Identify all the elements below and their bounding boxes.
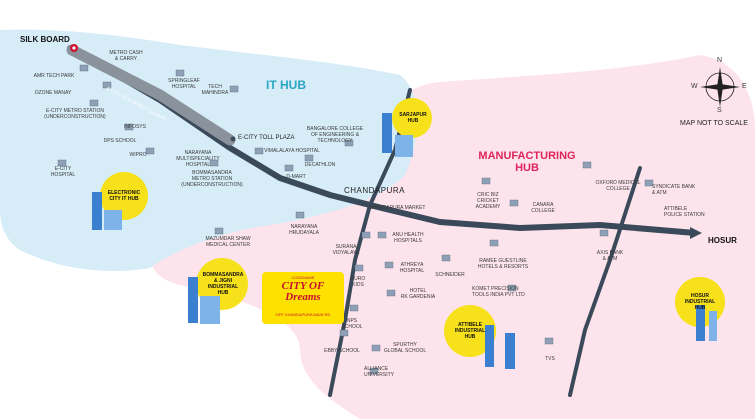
it-hub-title: IT HUB xyxy=(266,78,306,92)
hosur-label: HOSUR xyxy=(708,236,737,245)
project-logo-box xyxy=(262,272,344,324)
label-chandapura-market: CHANDAPURA MARKET xyxy=(368,205,426,211)
attibele-hub: ATTIBELE INDUSTRIAL HUB xyxy=(454,322,486,340)
label-metro-cash-carry: METRO CASH & CARRY xyxy=(109,50,143,62)
label-ozone-manay: OZONE MANAY xyxy=(34,90,72,96)
landmark-markers xyxy=(57,64,654,375)
label-vimalalaya: VIMALALAYA HOSPITAL xyxy=(264,148,320,154)
bommasandra-hub: BOMMASANDRA & JIGNI INDUSTRIAL HUB xyxy=(202,272,244,296)
compass-w: W xyxy=(691,83,698,90)
project-name: CITY OF Dreams xyxy=(281,280,325,303)
label-wipro: WIPRO xyxy=(129,152,147,158)
label-tech-mahindra: TECH MAHINDRA xyxy=(201,84,229,96)
toll-plaza-dot xyxy=(230,136,236,142)
label-ecity-metro: E-CITY METRO STATION (UNDERCONSTRUCTION) xyxy=(44,108,106,120)
label-spurthy: SPURTHY GLOBAL SCHOOL xyxy=(383,342,427,354)
hosur-hub: HOSUR INDUSTRIAL HUB xyxy=(684,293,716,311)
label-komet: KOMET PRECISION TOOLS INDIA PVT LTD xyxy=(472,286,525,298)
label-attibele-police: ATTIBELE POLICE STATION xyxy=(664,206,705,218)
elevated-tollway xyxy=(66,44,236,146)
label-narayana-multi: NARAYANA MULTISPECIALITY HOSPITAL xyxy=(176,150,220,168)
label-axis-bank: AXIS BANK & ATM xyxy=(596,250,624,262)
silk-board-label: SILK BOARD xyxy=(20,35,70,44)
sarjapur-hub: SARJAPUR HUB xyxy=(399,112,427,124)
compass-e: E xyxy=(742,83,747,90)
label-dps-school: DPS SCHOOL xyxy=(103,138,137,144)
compass-n: N xyxy=(717,57,723,64)
label-amr-tech-park: AMR TECH PARK xyxy=(33,73,75,79)
label-decathlon: DECATHLON xyxy=(304,162,336,168)
label-nps-school: NPS SCHOOL xyxy=(341,318,363,330)
label-ramee: RAMEE GUESTLINE HOTELS & RESORTS xyxy=(477,258,529,270)
label-bangalore-college: BANGALORE COLLEGE OF ENGINEERING & TECHN… xyxy=(306,126,364,144)
label-ecity-toll: E-CITY TOLL PLAZA xyxy=(238,135,295,141)
label-schneider: SCHNEIDER xyxy=(435,272,465,278)
project-subtitle: OFF CHANDAPURA MAIN RD xyxy=(275,312,331,317)
electronic-city-hub: ELECTRONIC CITY IT HUB xyxy=(107,190,141,202)
compass-s: S xyxy=(717,107,722,114)
manufacturing-hub-title: MANUFACTURING HUB xyxy=(478,150,576,174)
label-mazumdar: MAZUMDAR SHAW MEDICAL CENTER xyxy=(205,236,251,248)
label-cric-biz: CRIC BIZ CRICKET ACADEMY xyxy=(475,192,501,210)
hosur-arrow-icon xyxy=(690,227,702,239)
label-tvs: TVS xyxy=(545,356,555,362)
label-ecity-hospital: E-CITY HOSPITAL xyxy=(50,166,76,178)
label-anu-health: ANU HEALTH HOSPITALS xyxy=(392,232,424,244)
label-alliance: ALLIANCE UNIVERSITY xyxy=(364,366,395,378)
chandapura-label: CHANDAPURA xyxy=(344,186,406,195)
label-athreya: ATHREYA HOSPITAL xyxy=(399,262,425,274)
label-narayana-hrudayala: NARAYANA HRUDAYALA xyxy=(289,224,319,236)
label-hotel-rk: HOTEL RK GARDENIA xyxy=(400,288,436,300)
label-syndicate-bank: SYNDICATE BANK & ATM xyxy=(652,184,696,196)
label-ebby-school: EBBY SCHOOL xyxy=(324,348,360,354)
label-surana: SURANA VIDYALAYA xyxy=(332,244,360,256)
label-springleaf: SPRINGLEAF HOSPITAL xyxy=(168,78,200,90)
compass-icon xyxy=(700,67,740,107)
label-oxford: OXFORD MEDICAL COLLEGE xyxy=(595,180,641,192)
hub-buildings xyxy=(92,113,717,369)
label-euro-kids: EURO KIDS xyxy=(350,276,366,288)
label-infosys: INFOSYS xyxy=(124,124,146,130)
map-scale-note: MAP NOT TO SCALE xyxy=(680,120,748,127)
label-canara-college: CANARA COLLEGE xyxy=(531,202,555,214)
label-bommasandra-metro: BOMMASANDRA METRO STATION (UNDERCONSTRUC… xyxy=(181,170,243,188)
silk-board-pin xyxy=(70,44,78,52)
project-codename: CODENAME xyxy=(291,275,315,280)
attibele-road xyxy=(568,166,642,397)
label-dmart: D-MART xyxy=(286,174,306,180)
manufacturing-zone xyxy=(150,55,755,419)
